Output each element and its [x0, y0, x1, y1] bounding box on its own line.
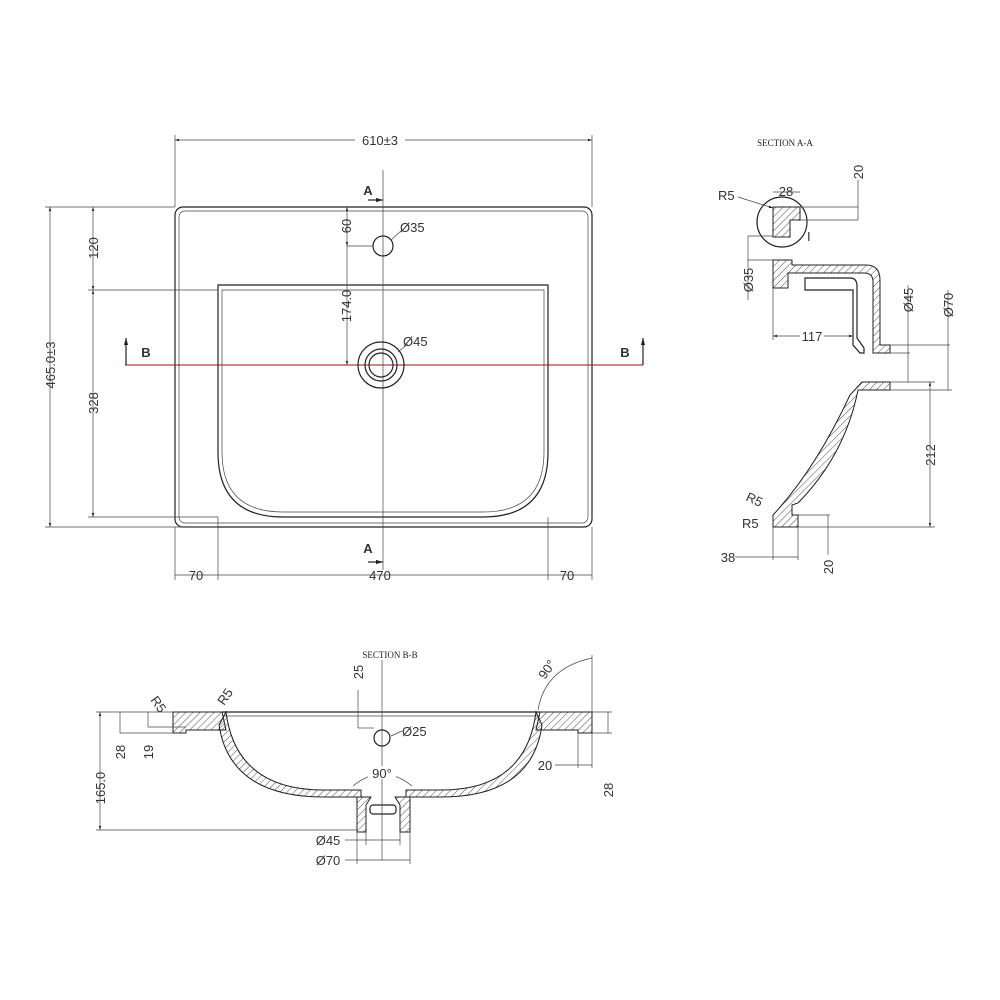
leader	[737, 196, 774, 209]
drain-left-wall	[356, 796, 372, 833]
countertop-inner-edge	[178, 210, 589, 524]
section-b-marker-left: B	[141, 345, 150, 360]
dim-45-label: Ø45	[901, 288, 916, 313]
leader	[390, 730, 403, 737]
dim-20-label: 20	[538, 758, 552, 773]
dim-165-label: 165.0	[93, 772, 108, 805]
detail-mark: I	[807, 229, 811, 244]
tap-hole-label: Ø35	[400, 220, 425, 235]
section-a-a: SECTION A-A I R5 28 20 Ø35 117 Ø45 Ø70 2…	[718, 138, 956, 574]
section-a-marker-top: A	[363, 183, 373, 198]
right-flange-profile	[535, 711, 593, 734]
overall-width-label: 610±3	[362, 133, 398, 148]
dim-212-label: 212	[923, 444, 938, 466]
section-b-marker-right: B	[620, 345, 629, 360]
rim-profile	[772, 206, 801, 238]
leader	[397, 343, 409, 353]
angle-drain-label: 90°	[372, 766, 392, 781]
r-top-label: R5	[718, 188, 735, 203]
dim-328-label: 328	[86, 392, 101, 414]
drain-outer	[357, 341, 405, 389]
bowl-wall-profile	[772, 381, 891, 528]
dim-60-label: 60	[339, 219, 354, 233]
basin-outline	[217, 284, 549, 518]
section-b-b: SECTION B-B Ø25 25 90° 90° R5 R5 165.0 2…	[93, 650, 616, 868]
tap-deck-profile	[772, 259, 891, 354]
r-left-2-label: R5	[214, 685, 236, 707]
overflow-channel	[804, 277, 865, 354]
plan-view: 610±3 465.0±3 120 328 60 174.0 Ø35 Ø45 7…	[43, 132, 646, 583]
basin-inner-edge	[221, 289, 545, 513]
dim-174-label: 174.0	[339, 290, 354, 323]
dim-28-right-label: 28	[601, 783, 616, 797]
dim-70-label: Ø70	[941, 293, 956, 318]
drain-45-label: Ø45	[316, 833, 341, 848]
bowl-left-wall	[218, 710, 362, 798]
drain-hole-label: Ø45	[403, 334, 428, 349]
drain-ring	[364, 348, 398, 382]
dim-20-bottom-label: 20	[821, 560, 836, 574]
angle-arc-top	[537, 657, 593, 711]
drain-right-wall	[394, 796, 411, 833]
overall-depth-label: 465.0±3	[43, 342, 58, 389]
section-a-marker-bottom: A	[363, 541, 373, 556]
section-b-title: SECTION B-B	[362, 650, 417, 660]
angle-top-label: 90°	[535, 657, 559, 682]
drain-70-label: Ø70	[316, 853, 341, 868]
left-flange-profile	[172, 711, 227, 734]
drain-hole	[368, 352, 394, 378]
dim-117-label: 117	[802, 329, 823, 344]
right-margin-label: 70	[560, 568, 574, 583]
r-bottom-1-label: R5	[744, 489, 765, 510]
dim-19-label: 19	[141, 745, 156, 759]
dim-28-label: 28	[779, 184, 793, 199]
left-margin-label: 70	[189, 568, 203, 583]
leader	[390, 229, 403, 241]
section-a-title: SECTION A-A	[757, 138, 813, 148]
r-bottom-2-label: R5	[742, 516, 759, 531]
dim-120-label: 120	[86, 237, 101, 259]
dim-35-label: Ø35	[741, 268, 756, 293]
dim-25-label: 25	[351, 665, 366, 679]
drain-slot	[369, 804, 397, 815]
basin-width-label: 470	[369, 568, 391, 583]
detail-circle	[756, 196, 808, 248]
dim-20-top-label: 20	[851, 165, 866, 179]
tap-hole-section	[373, 729, 391, 747]
dim-38-label: 38	[721, 550, 735, 565]
hole-25-label: Ø25	[402, 724, 427, 739]
countertop-outline	[174, 206, 593, 528]
dim-28-left-label: 28	[113, 745, 128, 759]
